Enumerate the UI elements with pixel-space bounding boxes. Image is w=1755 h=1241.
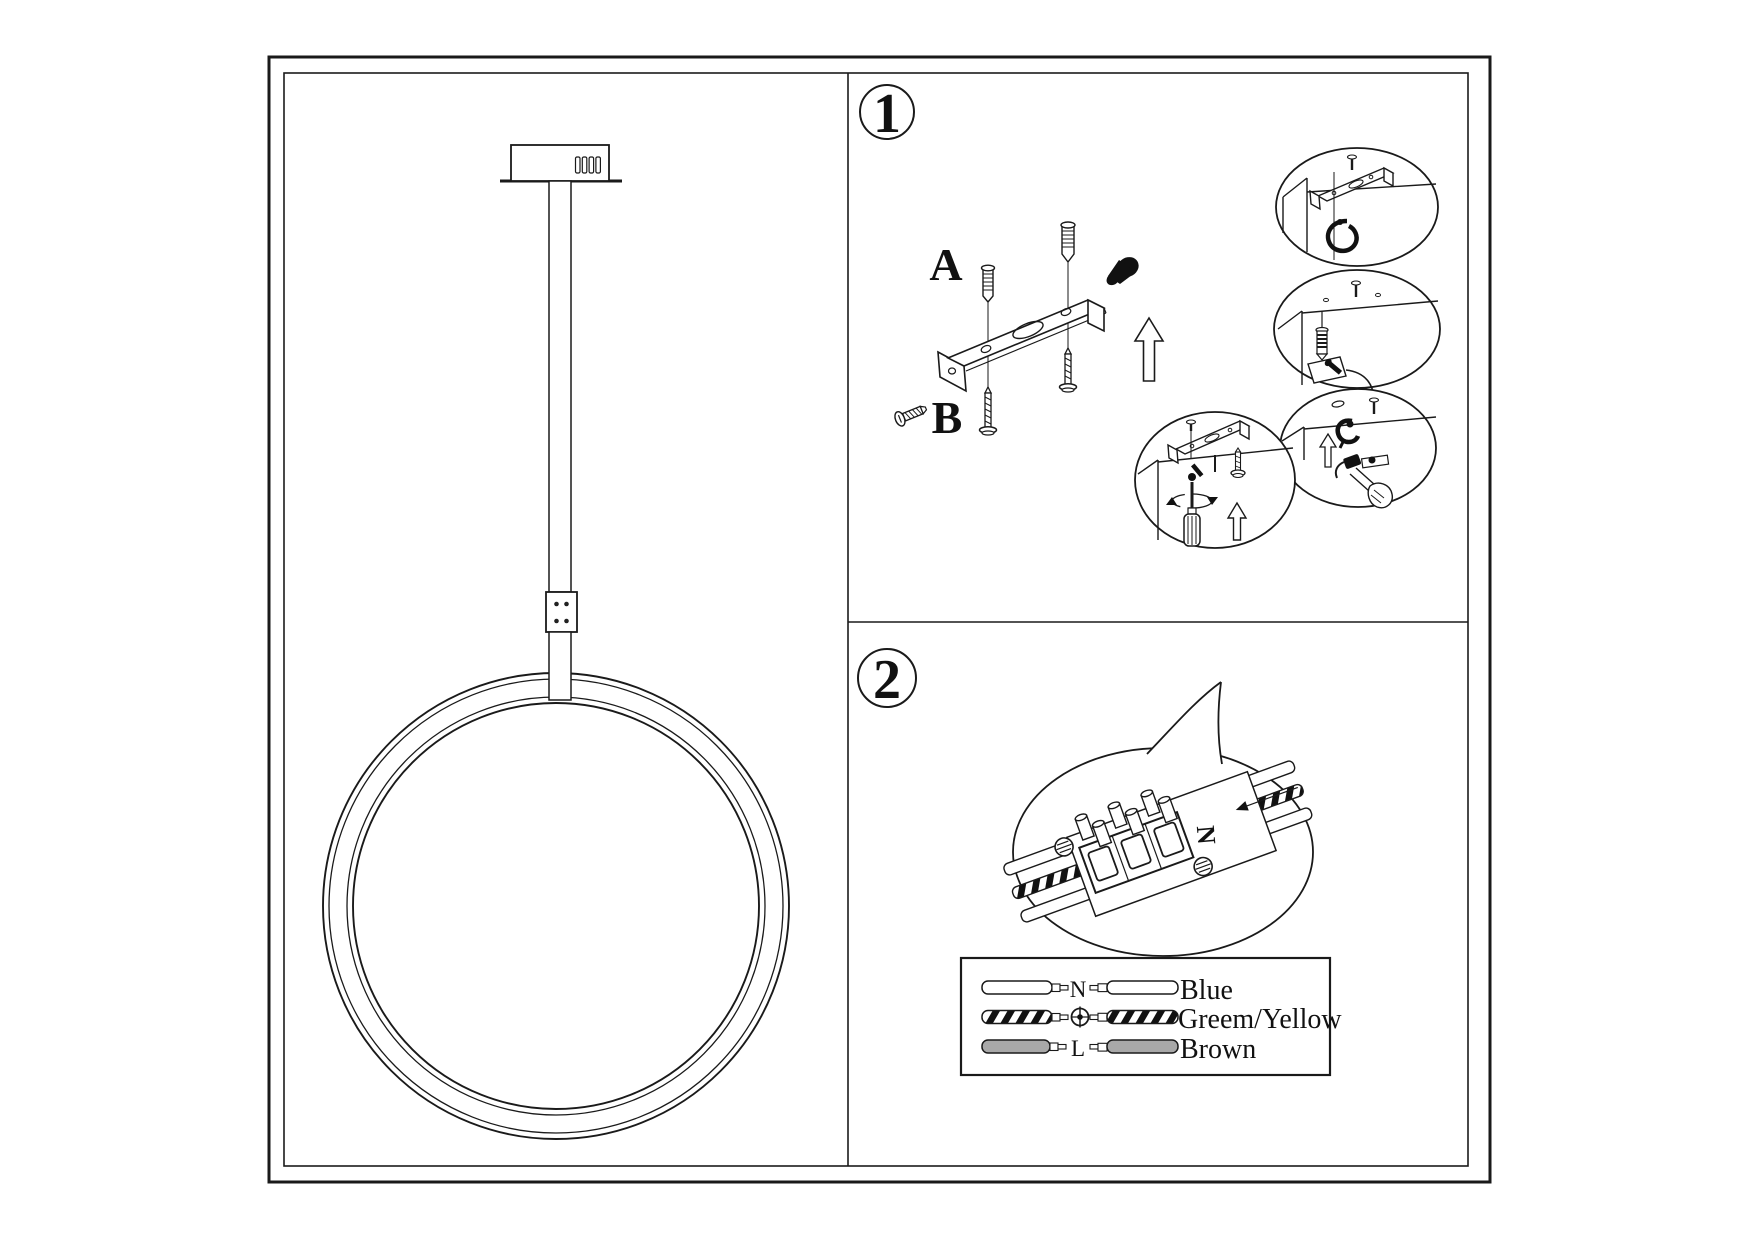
- legend-row-live: L Brown: [981, 1034, 1256, 1065]
- legend-row-earth: Greem/Yellow: [981, 1004, 1342, 1035]
- legend-row-neutral: N Blue: [981, 975, 1233, 1006]
- screw-icon: [1185, 419, 1197, 431]
- page-borders: [267, 55, 1492, 1184]
- wood-screw-icon: [1230, 446, 1246, 479]
- anchor-bar: [1360, 454, 1390, 469]
- callout-bracket-on-ceiling: [1275, 147, 1439, 267]
- terminal-block: [1077, 810, 1195, 895]
- mounting-bracket: [937, 298, 1107, 393]
- wall-anchor-icon: [1315, 326, 1329, 361]
- step1-badge-number: 1: [873, 83, 901, 145]
- up-arrow-icon: [1133, 316, 1165, 382]
- rod-connector-block: [545, 591, 578, 633]
- step2-badge: [857, 648, 917, 708]
- up-arrow-icon: [1318, 432, 1338, 468]
- label-a: A: [929, 239, 962, 290]
- callout-anchor-into-ceiling: [1273, 269, 1441, 429]
- legend-color: Greem/Yellow: [1178, 1004, 1342, 1035]
- wire-legend-table: N Blue Greem/Yellow: [959, 956, 1342, 1077]
- label-b: B: [932, 392, 963, 443]
- legend-code: L: [1071, 1036, 1085, 1061]
- pendant-lamp-drawing: [322, 144, 790, 1140]
- legend-color: Brown: [1180, 1034, 1256, 1065]
- earth-symbol-icon: [1193, 856, 1213, 877]
- cap-nut-icon: [1106, 257, 1139, 286]
- step2-badge-number: 2: [873, 649, 901, 711]
- terminal-n-label: N: [1191, 824, 1222, 845]
- terminal-screw-posts: [1074, 789, 1179, 848]
- hammer-icon: [1334, 454, 1376, 492]
- terminal-block-scene: N: [1003, 760, 1313, 923]
- screw-icon: [1350, 280, 1362, 297]
- earth-symbol-icon: [1070, 1006, 1090, 1028]
- wall-anchor-icon: [980, 264, 996, 304]
- lamp-rod-upper: [548, 180, 572, 593]
- callout-screwdriver: [1134, 411, 1296, 549]
- wood-screw-icon: [978, 385, 998, 436]
- canopy: [510, 144, 610, 182]
- callout-hammer-tap: [1279, 388, 1437, 509]
- wall-anchor-icon: [1060, 221, 1076, 264]
- panel-step2: 2: [857, 648, 1342, 1077]
- screw-icon: [1324, 358, 1343, 375]
- screw-icon: [1368, 397, 1380, 414]
- panel-step1: 1 A B: [859, 83, 1441, 549]
- lamp-rod-lower: [548, 631, 572, 701]
- legend-color: Blue: [1180, 975, 1233, 1006]
- wood-screw-icon: [1058, 346, 1078, 393]
- legend-code: N: [1070, 977, 1087, 1002]
- fastener-icon: [1188, 463, 1204, 481]
- machine-screw-b-icon: [894, 405, 928, 427]
- step1-badge: [859, 84, 915, 140]
- lamp-ring: [322, 672, 790, 1140]
- connector-bolts: [554, 601, 569, 624]
- hand-icon: [1367, 482, 1393, 509]
- screwdriver-icon: [1166, 482, 1218, 547]
- earth-symbol-icon: [1054, 837, 1074, 857]
- up-arrow-icon: [1226, 501, 1248, 541]
- screw-icon: [1346, 154, 1358, 170]
- hook-icon: [1335, 418, 1361, 449]
- insert-arrow-icon: [1235, 786, 1298, 811]
- hook-icon: [1325, 218, 1359, 254]
- canopy-vent-slots: [574, 156, 602, 174]
